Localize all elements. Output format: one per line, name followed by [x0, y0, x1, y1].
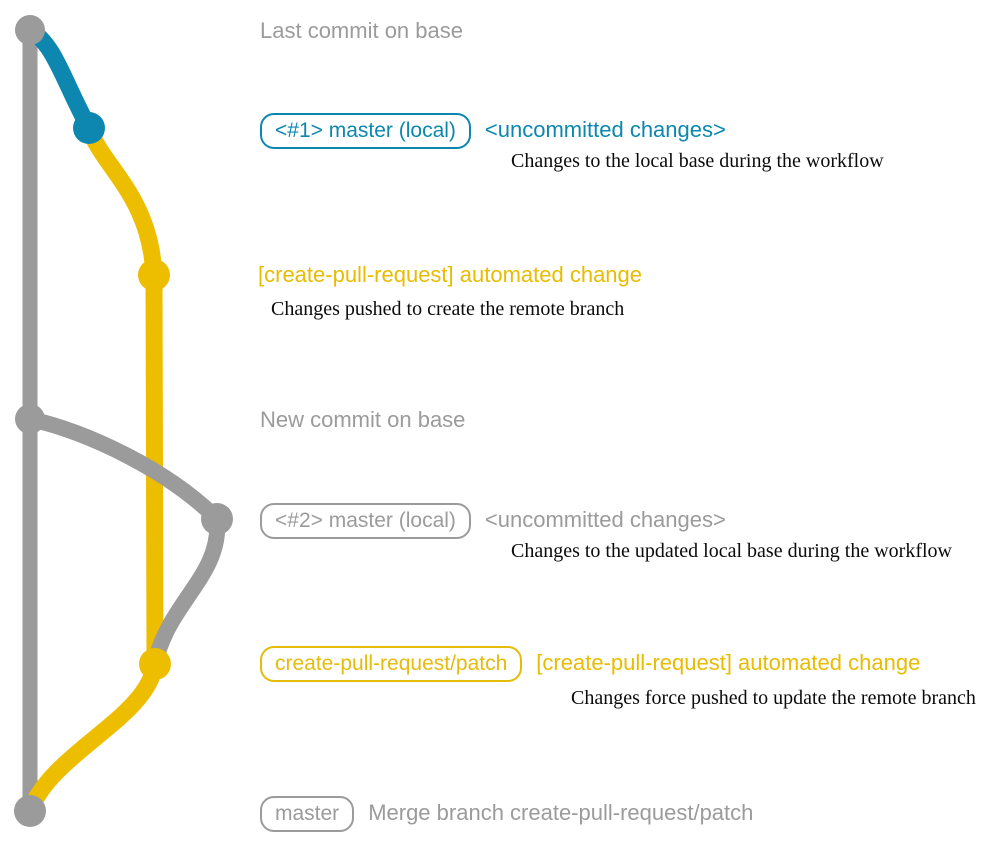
row-automated-1: [create-pull-request] automated change [258, 264, 642, 286]
description-automated-2: Changes force pushed to update the remot… [571, 687, 976, 709]
node-new-commit-on-base[interactable] [15, 404, 45, 434]
edge-local-2-to-remote-2 [147, 511, 226, 672]
commit-message-merge: Merge branch create-pull-request/patch [368, 800, 754, 825]
row-local-1: <#1> master (local) <uncommitted changes… [260, 113, 726, 149]
description-local-2: Changes to the updated local base during… [511, 540, 952, 562]
badge-create-pull-request-patch[interactable]: create-pull-request/patch [260, 646, 523, 682]
description-local-1: Changes to the local base during the wor… [511, 150, 884, 172]
row-automated-2: create-pull-request/patch [create-pull-r… [260, 646, 920, 682]
commit-message-automated-change-1: [create-pull-request] automated change [258, 262, 643, 287]
commit-message-automated-change-2: [create-pull-request] automated change [536, 650, 921, 675]
commit-message-new-commit-on-base: New commit on base [260, 407, 466, 432]
commit-message-uncommitted-2: <uncommitted changes> [484, 507, 726, 532]
node-automated-change-1[interactable] [138, 259, 170, 291]
description-automated-1: Changes pushed to create the remote bran… [271, 298, 625, 320]
graph-nodes [14, 15, 233, 827]
node-local-uncommitted-1[interactable] [73, 112, 105, 144]
commit-message-last-commit-on-base: Last commit on base [260, 18, 463, 43]
badge-master[interactable]: master [260, 796, 355, 832]
node-last-commit-on-base[interactable] [15, 15, 45, 45]
row-local-2: <#2> master (local) <uncommitted changes… [260, 503, 726, 539]
node-automated-change-2[interactable] [139, 648, 171, 680]
commit-message-uncommitted-1: <uncommitted changes> [484, 117, 726, 142]
node-merge-commit[interactable] [14, 795, 46, 827]
badge-master-local-1[interactable]: <#1> master (local) [260, 113, 471, 149]
row-merge: master Merge branch create-pull-request/… [260, 796, 753, 832]
node-local-uncommitted-2[interactable] [201, 503, 233, 535]
edge-remote-2-to-merge [21, 655, 164, 820]
badge-master-local-2[interactable]: <#2> master (local) [260, 503, 471, 539]
edge-base-to-local-2 [22, 411, 225, 527]
